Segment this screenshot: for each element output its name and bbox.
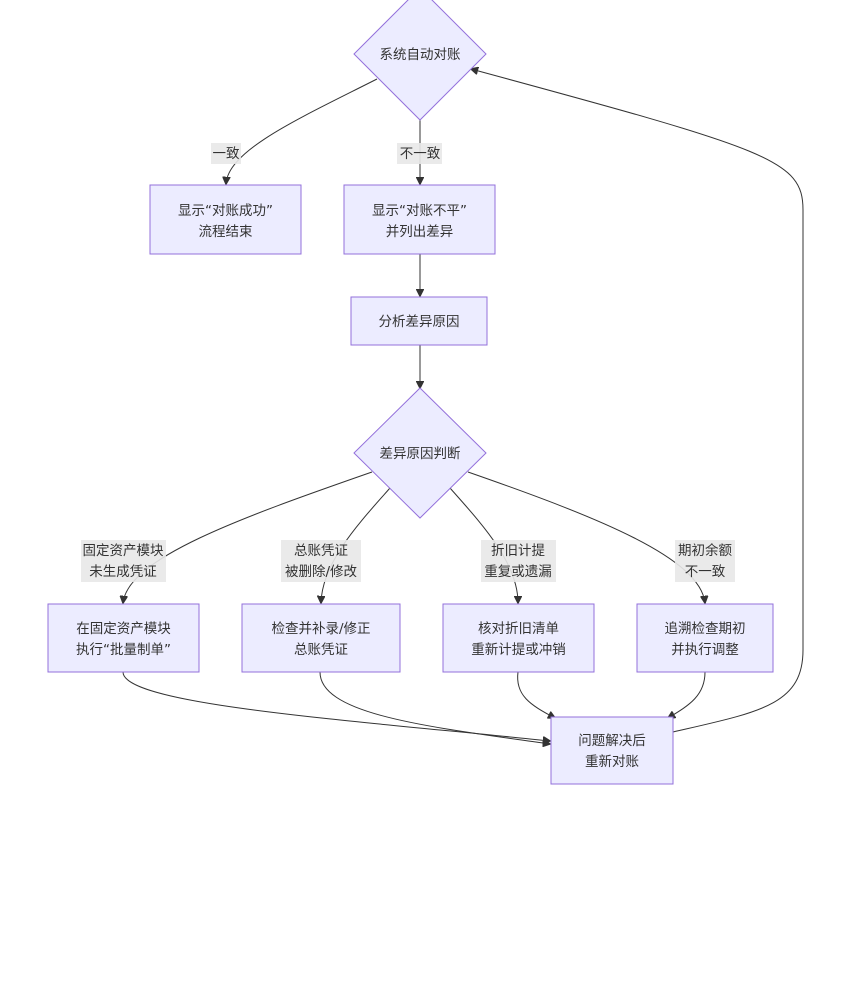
node-auto-reconcile-label: 系统自动对账 bbox=[380, 47, 461, 63]
node-batch-voucher: 在固定资产模块 执行“批量制单” bbox=[47, 603, 200, 673]
node-unbalanced-line2: 并列出差异 bbox=[386, 224, 454, 240]
edge-label-voucher-changed: 总账凭证 被删除/修改 bbox=[281, 540, 361, 582]
edge-batch-voucher-to-resolved bbox=[122, 671, 550, 741]
node-opening: 追溯检查期初 并执行调整 bbox=[636, 603, 774, 673]
node-batch-voucher-line2: 执行“批量制单” bbox=[76, 642, 171, 658]
node-auto-reconcile: 系统自动对账 bbox=[353, 0, 487, 121]
edge-labels: 一致 不一致 固定资产模块 未生成凭证 总账凭证 被删除/修改 折旧计提 重复或… bbox=[81, 143, 735, 582]
edge-label-no-voucher-line2: 未生成凭证 bbox=[89, 564, 157, 580]
nodes: 系统自动对账 显示“对账成功” 流程结束 显示“对账不平” 并列出差异 分析差异… bbox=[47, 0, 774, 785]
node-opening-line1: 追溯检查期初 bbox=[665, 620, 746, 637]
edge-judge-to-batch-voucher bbox=[123, 471, 373, 603]
node-unbalanced-line1: 显示“对账不平” bbox=[372, 203, 467, 219]
edge-label-consistent: 一致 bbox=[211, 143, 241, 164]
edge-label-depreciation-issue-line1: 折旧计提 bbox=[491, 543, 545, 559]
node-analyze: 分析差异原因 bbox=[350, 296, 488, 346]
node-depreciation-line2: 重新计提或冲销 bbox=[471, 642, 566, 658]
node-success: 显示“对账成功” 流程结束 bbox=[149, 184, 302, 255]
edge-label-no-voucher-line1: 固定资产模块 bbox=[83, 543, 164, 559]
edge-label-no-voucher: 固定资产模块 未生成凭证 bbox=[81, 540, 166, 582]
edge-auto-to-success bbox=[226, 78, 378, 184]
edge-judge-to-opening bbox=[467, 471, 705, 603]
node-success-line1: 显示“对账成功” bbox=[178, 203, 273, 219]
edge-label-depreciation-issue: 折旧计提 重复或遗漏 bbox=[481, 540, 556, 582]
node-success-line2: 流程结束 bbox=[199, 224, 253, 240]
edge-label-inconsistent-text: 不一致 bbox=[400, 146, 441, 162]
edge-label-consistent-text: 一致 bbox=[213, 146, 240, 162]
node-resolved: 问题解决后 重新对账 bbox=[550, 716, 674, 785]
node-unbalanced: 显示“对账不平” 并列出差异 bbox=[343, 184, 496, 255]
node-judge: 差异原因判断 bbox=[353, 387, 487, 519]
edge-label-opening-mismatch: 期初余额 不一致 bbox=[675, 540, 735, 582]
edge-depreciation-to-resolved bbox=[517, 671, 555, 718]
decision-diamond bbox=[353, 0, 487, 121]
node-analyze-label: 分析差异原因 bbox=[379, 314, 460, 330]
edge-label-inconsistent: 不一致 bbox=[397, 143, 442, 164]
edge-label-opening-mismatch-line1: 期初余额 bbox=[678, 542, 732, 559]
node-fix-voucher-line2: 总账凭证 bbox=[294, 642, 348, 658]
edge-label-opening-mismatch-line2: 不一致 bbox=[685, 564, 726, 580]
node-depreciation: 核对折旧清单 重新计提或冲销 bbox=[442, 603, 595, 673]
edge-fix-voucher-to-resolved bbox=[319, 671, 550, 744]
node-judge-label: 差异原因判断 bbox=[380, 446, 461, 462]
node-depreciation-line1: 核对折旧清单 bbox=[478, 621, 559, 637]
edge-label-voucher-changed-line2: 被删除/修改 bbox=[285, 564, 358, 580]
node-opening-line2: 并执行调整 bbox=[671, 642, 739, 658]
edge-label-voucher-changed-line1: 总账凭证 bbox=[294, 543, 348, 559]
edge-resolved-to-auto-reconcile bbox=[471, 69, 804, 733]
node-fix-voucher-line1: 检查并补录/修正 bbox=[271, 621, 370, 637]
node-resolved-line2: 重新对账 bbox=[585, 754, 639, 770]
node-fix-voucher: 检查并补录/修正 总账凭证 bbox=[241, 603, 401, 673]
node-resolved-line1: 问题解决后 bbox=[578, 733, 646, 749]
edge-opening-to-resolved bbox=[668, 671, 706, 718]
edge-label-depreciation-issue-line2: 重复或遗漏 bbox=[484, 563, 552, 580]
node-batch-voucher-line1: 在固定资产模块 bbox=[76, 621, 171, 637]
decision-diamond bbox=[353, 387, 487, 519]
